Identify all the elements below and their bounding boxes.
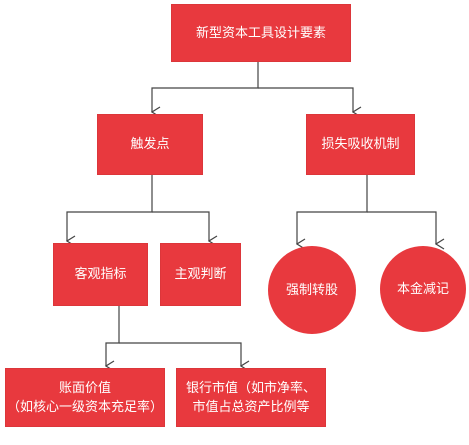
node-subjective-judgment: 主观判断: [160, 243, 241, 306]
node-forced-conversion-label: 强制转股: [285, 282, 338, 298]
node-objective-indicator: 客观指标: [53, 243, 148, 306]
node-principal-writedown-label: 本金减记: [396, 281, 449, 297]
connector-loss-right: [367, 211, 436, 244]
node-trigger: 触发点: [97, 114, 203, 175]
node-principal-writedown: 本金减记: [380, 246, 466, 332]
connector-trigger-right: [152, 211, 209, 241]
node-bank-market-value-label: 银行市值（如市净率、 市值占总资产比例等: [185, 380, 316, 415]
node-root-label: 新型资本工具设计要素: [195, 25, 326, 41]
connector-objective: [106, 306, 120, 366]
node-forced-conversion: 强制转股: [268, 246, 356, 334]
node-loss-absorption-label: 损失吸收机制: [321, 137, 400, 152]
connector-objective-right: [119, 342, 241, 366]
node-subjective-judgment-label: 主观判断: [174, 267, 227, 282]
connector-loss: [297, 175, 368, 244]
node-objective-indicator-label: 客观指标: [74, 267, 127, 282]
node-loss-absorption: 损失吸收机制: [306, 114, 415, 175]
node-root: 新型资本工具设计要素: [171, 4, 351, 62]
connector-root: [152, 62, 259, 112]
node-trigger-label: 触发点: [130, 137, 170, 152]
connector-root-right: [258, 87, 353, 112]
node-bank-market-value: 银行市值（如市净率、 市值占总资产比例等: [176, 368, 326, 427]
node-book-value: 账面价值 （如核心一级资本充足率）: [5, 368, 165, 427]
connector-trigger: [67, 175, 153, 241]
node-book-value-label: 账面价值 （如核心一级资本充足率）: [6, 380, 163, 415]
